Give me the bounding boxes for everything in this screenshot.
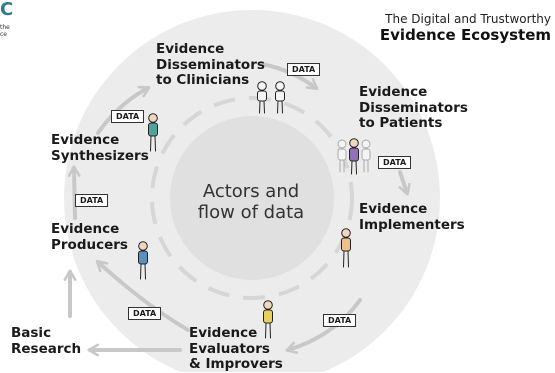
actor-label-line: Evidence [156, 41, 225, 57]
header-title: Evidence Ecosystem [379, 26, 551, 44]
actor-producers: Evidence Producers [51, 221, 128, 253]
data-tag: DATA [287, 63, 321, 76]
actor-label-line: Evidence [359, 201, 428, 217]
flow-arrow [285, 298, 362, 354]
actor-label-line: & Improvers [189, 356, 283, 372]
person-icon-patients-group [337, 138, 371, 175]
actor-label-line: Producers [51, 236, 128, 253]
actor-evaluators-improvers: Evidence Evaluators & Improvers [189, 325, 283, 373]
center-label: Actors and flow of data [176, 181, 326, 223]
actor-disseminators-clinicians: Evidence Disseminators to Clinicians [156, 41, 265, 89]
flow-arrow [398, 170, 411, 196]
dashed-inner-ring [150, 96, 354, 300]
logo-mark: C [0, 0, 14, 20]
actor-disseminators-patients: Evidence Disseminators to Patients [359, 84, 468, 132]
flow-arrow [67, 165, 81, 220]
flow-arrow [96, 85, 151, 135]
flow-arrows [63, 62, 411, 357]
person-icon-implementer [341, 228, 351, 268]
center-label-line: flow of data [197, 202, 305, 223]
actor-basic-research: Basic Research [11, 325, 82, 357]
actor-label-line: Disseminators [359, 99, 468, 116]
actor-label-line: Evidence [189, 325, 258, 341]
actor-implementers: Evidence Implementers [359, 201, 465, 233]
center-label-line: Actors and [202, 181, 300, 202]
data-tag: DATA [111, 110, 145, 123]
actor-label-line: Disseminators [156, 56, 265, 73]
person-icon-evaluator [263, 300, 273, 339]
actor-label-line: Evidence [51, 221, 120, 237]
person-icon-clinician-1 [257, 81, 267, 114]
data-tag: DATA [128, 307, 162, 320]
logo: C the ce [0, 0, 24, 44]
logo-text-line: the [0, 24, 10, 31]
actor-synthesizers: Evidence Synthesizers [51, 132, 149, 164]
data-tag: DATA [378, 156, 412, 169]
flow-arrow [95, 259, 190, 332]
header-subtitle: The Digital and Trustworthy [385, 12, 551, 26]
actor-label-line: to Patients [359, 115, 443, 131]
data-tag: DATA [75, 194, 109, 207]
person-icon-synthesizer [148, 113, 158, 152]
person-icon-clinician-2 [275, 81, 285, 114]
actor-label-line: Basic [11, 325, 52, 341]
actor-label-line: Evidence [359, 84, 428, 100]
actor-label-line: Implementers [359, 216, 465, 233]
actor-label-line: Evaluators [189, 340, 270, 357]
actor-label-line: Research [11, 340, 82, 357]
actor-label-line: Evidence [51, 132, 120, 148]
person-icon-producer [138, 241, 148, 280]
actor-label-line: Synthesizers [51, 147, 149, 164]
actor-label-line: to Clinicians [156, 72, 250, 88]
data-tag: DATA [323, 314, 357, 327]
logo-text-line: ce [0, 31, 7, 38]
center-core [170, 116, 334, 280]
